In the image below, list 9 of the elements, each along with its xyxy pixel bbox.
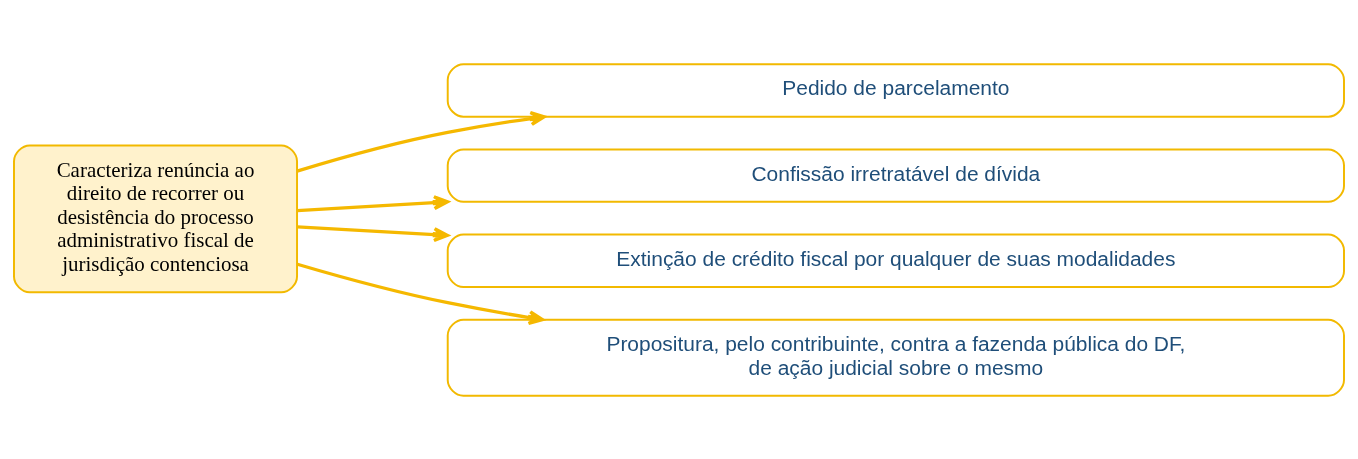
node-box: Caracteriza renúncia ao direito de recorrer ou desistência do processo administrativo fiscal de jurisdição contenciosa: [13, 144, 298, 293]
node-box: Confissão irretratável de dívida: [446, 147, 1345, 203]
arrow: [297, 194, 450, 212]
node-box: Extinção de crédito fiscal por qualquer de suas modalidades: [446, 233, 1345, 288]
arrow: [297, 224, 450, 242]
arrow: [296, 262, 545, 325]
arrow: [296, 110, 546, 173]
node-box: Pedido de parcelamento: [446, 62, 1345, 118]
node-box: Propositura, pelo contribuinte, contra a fazenda pública do DF, de ação judicial sobre o mesmo: [446, 318, 1345, 397]
